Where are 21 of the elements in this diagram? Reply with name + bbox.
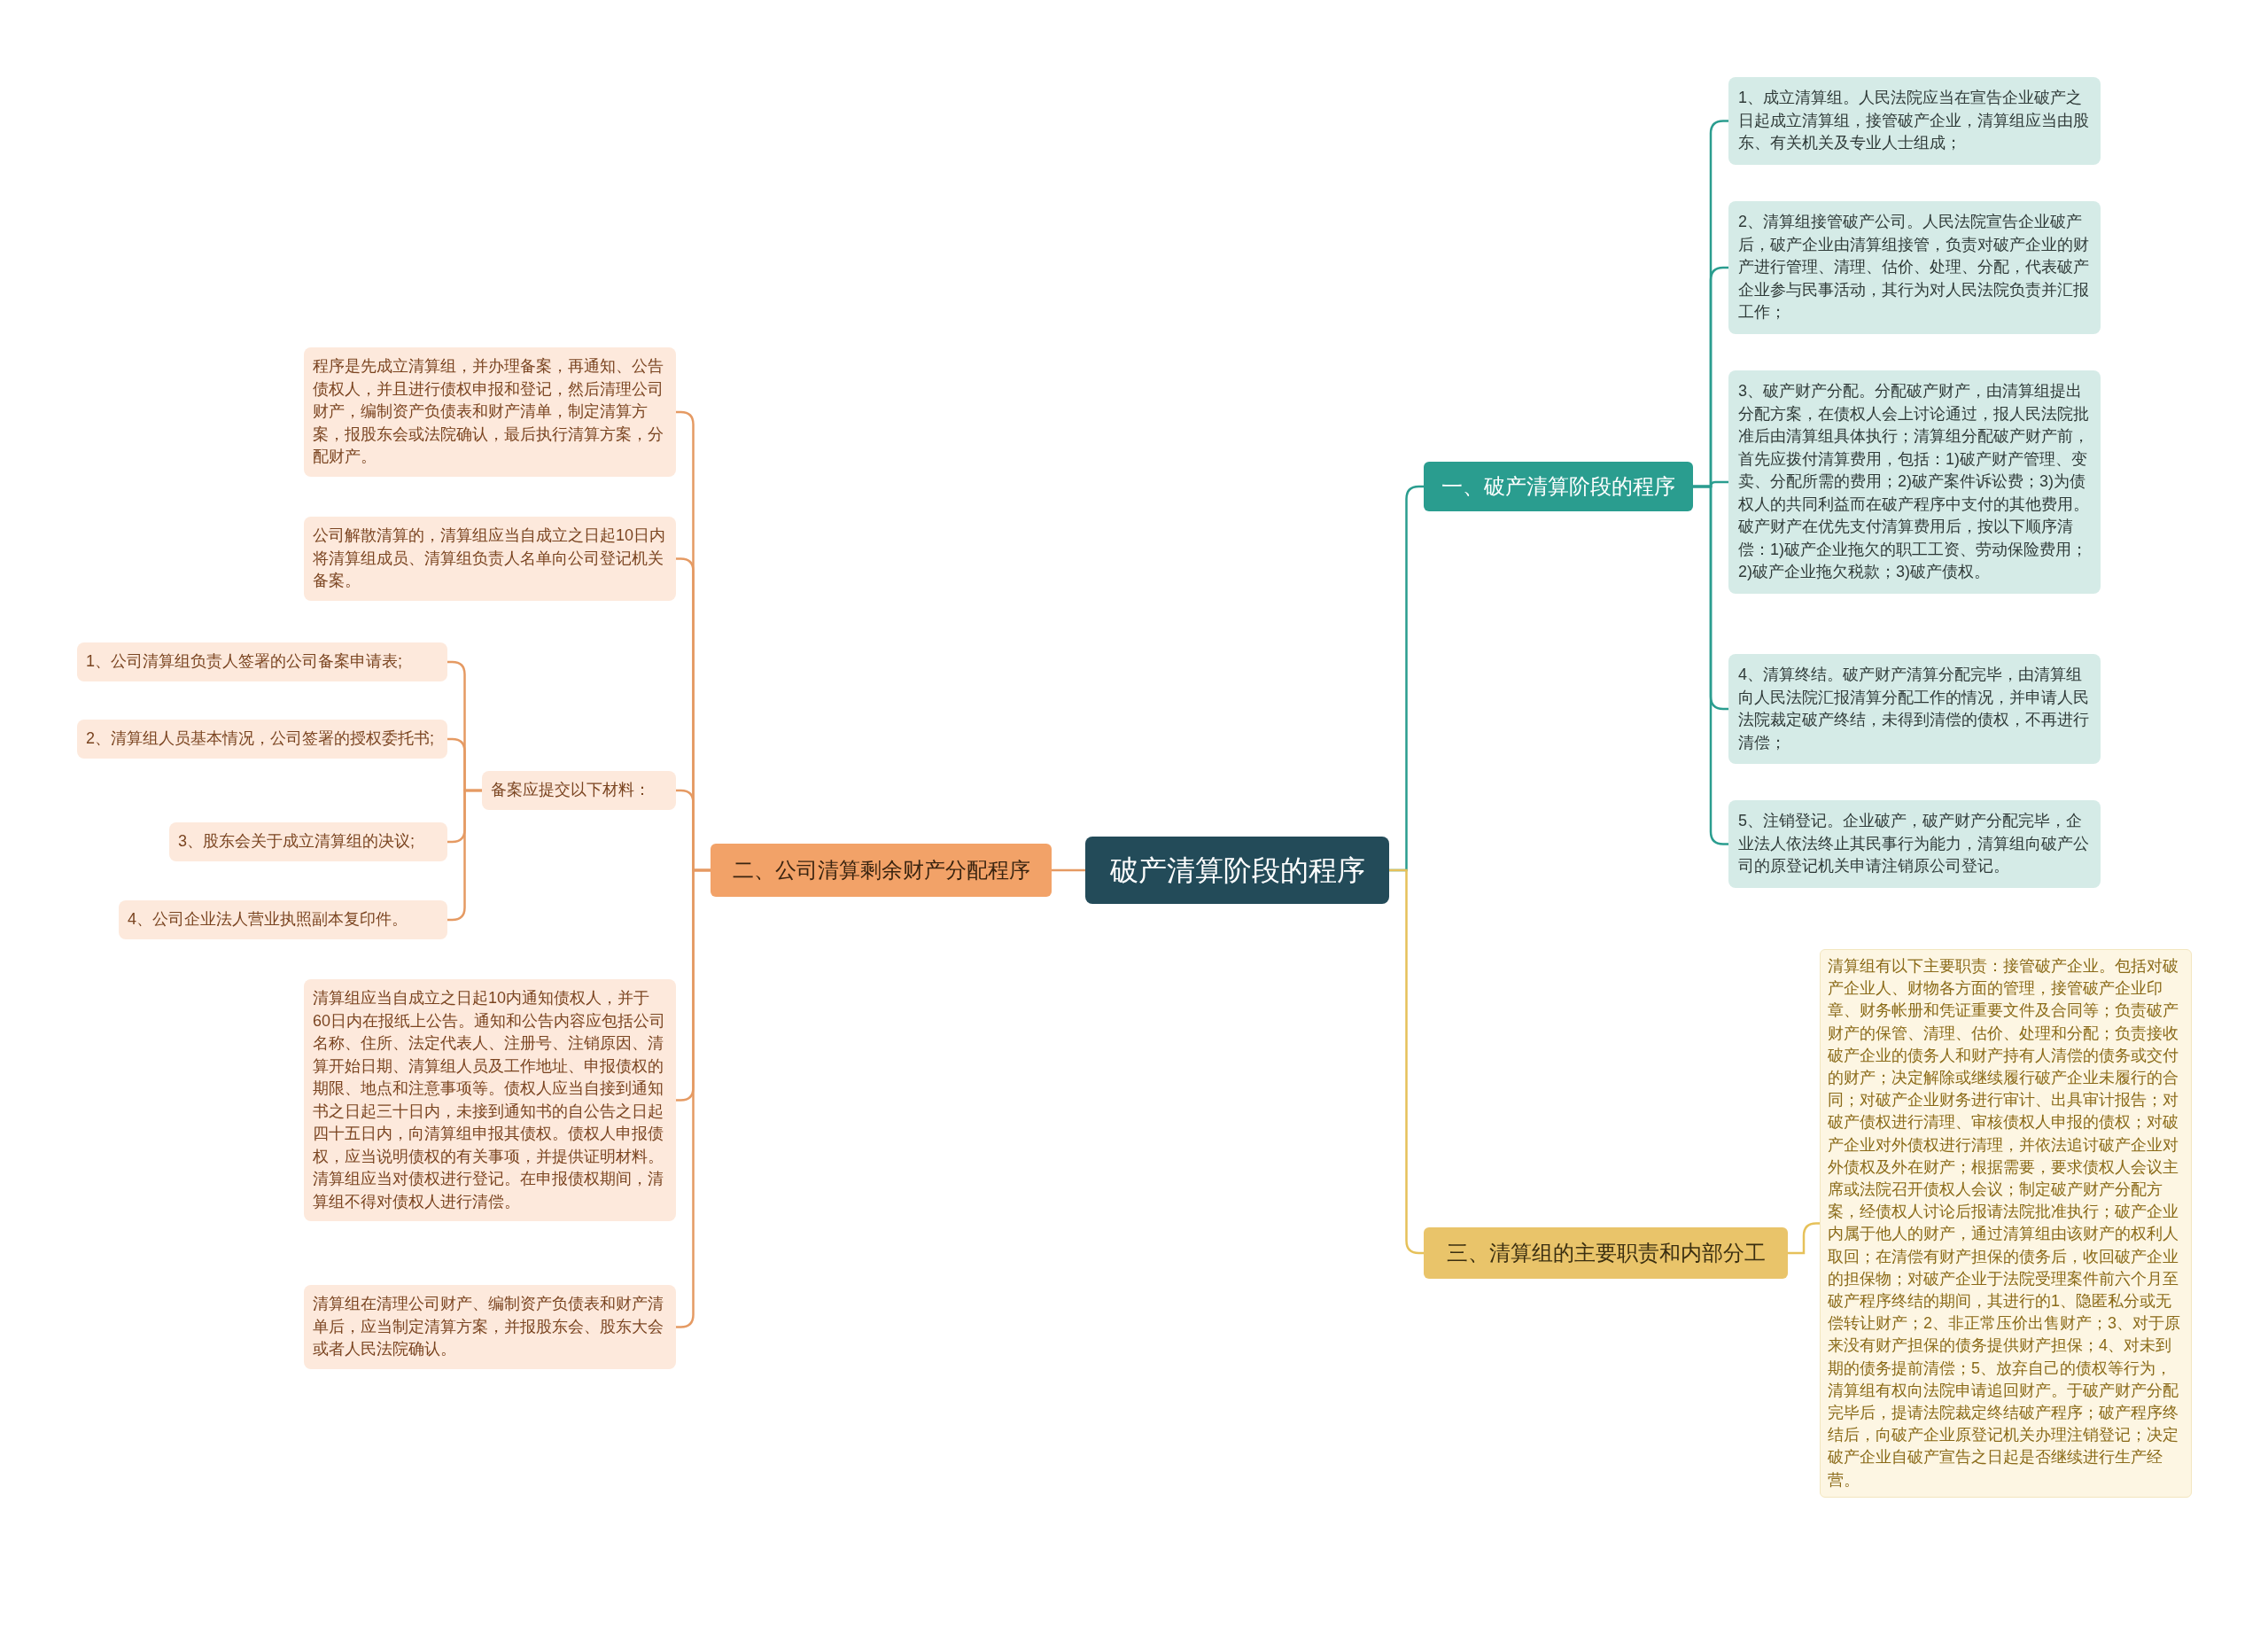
topic-note-box: 清算组应当自成立之日起10内通知债权人，并于60日内在报纸上公告。通知和公告内容应包括公司名称、住所、法定代表人、注册号、注销原因、清算开始日期、清算组人员及工作地址、申报债权的期限、地点和注意事项等。债权人应当自接到通知书之日起三十日内，未接到通知书的自公告之日起四十五日内，向清算组申报其债权。债权人申报债权，应当说明债权的有关事项，并提供证明材料。清算组应当对债权进行登记。在申报债权期间，清算组不得对债权人进行清偿。 bbox=[304, 979, 676, 1221]
connector-line bbox=[1788, 1222, 1820, 1255]
topic-note-box: 公司解散清算的，清算组应当自成立之日起10日内将清算组成员、清算组负责人名单向公司登记机关备案。 bbox=[304, 517, 676, 601]
topic-note-box: 3、破产财产分配。分配破产财产，由清算组提出分配方案，在债权人会上讨论通过，报人民法院批准后由清算组具体执行；清算组分配破产财产前，首先应拨付清算费用，包括：1)破产财产管理、变卖、分配所需的费用；2)破产案件诉讼费；3)为债权人的共同利益而在破产程序中支付的其他费用。破产财产在优先支付清算费用后，按以下顺序清偿：1)破产企业拖欠的职工工资、劳动保险费用；2)破产企业拖欠税款；3)破产债权。 bbox=[1728, 370, 2101, 594]
topic-note-box: 4、公司企业法人营业执照副本复印件。 bbox=[119, 900, 447, 939]
topic-note-box: 5、注销登记。企业破产，破产财产分配完毕，企业法人依法终止其民事行为能力，清算组向破产公司的原登记机关申请注销原公司登记。 bbox=[1728, 800, 2101, 888]
root-topic-box: 破产清算阶段的程序 bbox=[1085, 837, 1389, 904]
connector-line bbox=[1052, 868, 1085, 872]
topic-note-box: 3、股东会关于成立清算组的决议; bbox=[169, 822, 447, 861]
topic-note-box: 2、清算组接管破产公司。人民法院宣告企业破产后，破产企业由清算组接管，负责对破产企业的财产进行管理、清理、估价、处理、分配，代表破产企业参与民事活动，其行为对人民法院负责并汇报工作； bbox=[1728, 201, 2101, 334]
topic-note-box: 4、清算终结。破产财产清算分配完毕，由清算组向人民法院汇报清算分配工作的情况，并申请人民法院裁定破产终结，未得到清偿的债权，不再进行清偿； bbox=[1728, 654, 2101, 764]
branch-topic-box: 三、清算组的主要职责和内部分工 bbox=[1424, 1227, 1788, 1279]
topic-note-box: 程序是先成立清算组，并办理备案，再通知、公告债权人，并且进行债权申报和登记，然后清理公司财产，编制资产负债表和财产清单，制定清算方案，报股东会或法院确认，最后执行清算方案，分配财产。 bbox=[304, 347, 676, 477]
branch-topic-box: 一、破产清算阶段的程序 bbox=[1424, 462, 1693, 511]
topic-note-box: 清算组在清理公司财产、编制资产负债表和财产清单后，应当制定清算方案，并报股东会、股东大会或者人民法院确认。 bbox=[304, 1285, 676, 1369]
topic-note-box: 1、成立清算组。人民法院应当在宣告企业破产之日起成立清算组，接管破产企业，清算组应当由股东、有关机关及专业人士组成； bbox=[1728, 77, 2101, 165]
branch-topic-box: 二、公司清算剩余财产分配程序 bbox=[711, 844, 1052, 897]
topic-note-box: 备案应提交以下材料： bbox=[482, 771, 676, 810]
topic-note-box: 清算组有以下主要职责：接管破产企业。包括对破产企业人、财物各方面的管理，接管破产企业印章、财务帐册和凭证重要文件及合同等；负责破产财产的保管、清理、估价、处理和分配；负责接收破产企业的债务人和财产持有人清偿的债务或交付的财产；决定解除或继续履行破产企业未履行的合同；对破产企业财务进行审计、出具审计报告；对破产债权进行清理、审核债权人申报的债权；对破产企业对外债权进行清理，并依法追讨破产企业对外债权及外在财产；根据需要，要求债权人会议主席或法院召开债权人会议；制定破产财产分配方案，经债权人讨论后报请法院批准执行；破产企业内属于他人的财产，通过清算组由该财产的权利人取回；在清偿有财产担保的债务后，收回破产企业的担保物；对破产企业于法院受理案件前六个月至破产程序终结的期间，其进行的1、隐匿私分或无偿转让财产；2、非正常压价出售财产；3、对于原来没有财产担保的债务提供财产担保；4、对未到期的债务提前清偿；5、放弃自己的债权等行为，清算组有权向法院申请追回财产。于破产财产分配完毕后，提请法院裁定终结破产程序；破产程序终结后，向破产企业原登记机关办理注销登记；决定破产企业自破产宣告之日起是否继续进行生产经营。 bbox=[1820, 949, 2192, 1498]
topic-note-box: 2、清算组人员基本情况，公司签署的授权委托书; bbox=[77, 720, 447, 759]
topic-note-box: 1、公司清算组负责人签署的公司备案申请表; bbox=[77, 642, 447, 681]
